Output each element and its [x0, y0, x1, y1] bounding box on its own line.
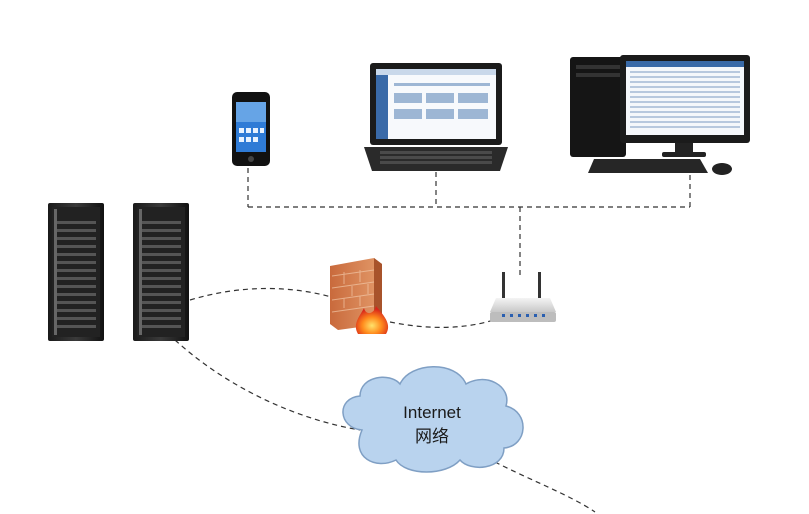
link-server-cloud [174, 339, 361, 431]
desktop-computer-icon [570, 55, 750, 175]
link-firewall-router [389, 315, 506, 328]
laptop-icon [364, 63, 508, 171]
connection-lines [174, 168, 691, 513]
cloud-label-zh: 网络 [415, 427, 449, 446]
cloud-label-en: Internet [403, 403, 461, 422]
smartphone-icon [232, 92, 270, 166]
link-server-firewall [189, 287, 336, 301]
server-rack-icon [133, 203, 189, 341]
wireless-router-icon [490, 272, 556, 322]
cloud-icon: Internet 网络 [342, 366, 524, 473]
server-rack-icon [48, 203, 104, 341]
firewall-icon [330, 258, 389, 334]
link-cloud-out [494, 461, 596, 513]
